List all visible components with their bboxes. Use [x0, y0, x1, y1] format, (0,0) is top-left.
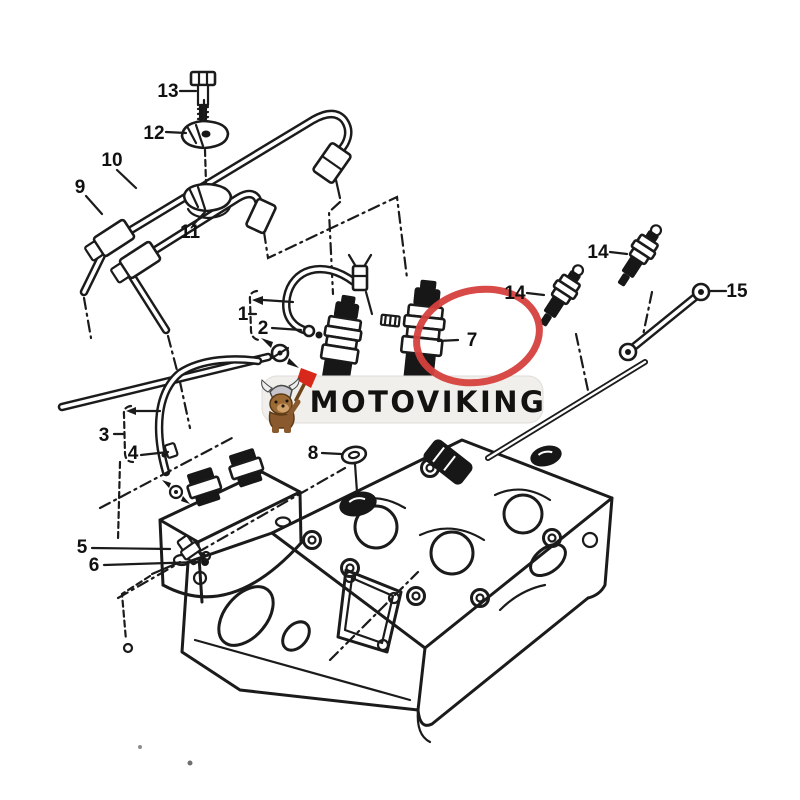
callout-6: 6: [89, 555, 100, 576]
head-port-oval: [281, 620, 311, 652]
wing-bolt: [261, 338, 299, 368]
callout-4: 4: [128, 443, 139, 464]
delivery-valve: [228, 448, 265, 488]
callout-8: 8: [308, 443, 319, 464]
hose-fitting: [347, 253, 373, 292]
callout-7: 7: [467, 330, 478, 351]
callout-12: 12: [143, 123, 164, 144]
injector-seat: [530, 445, 562, 467]
combustion-chamber: [502, 493, 544, 535]
glow-plug-right: [617, 224, 663, 287]
pipe-axis-leader: [327, 200, 342, 296]
brand-text: MOTOVIKING: [310, 385, 547, 419]
pipe-axis-leader: [262, 195, 409, 280]
wing-bolt: [162, 480, 190, 504]
callout-9: 9: [75, 177, 86, 198]
callout-14-right: 14: [587, 242, 609, 263]
banjo-fitting: [302, 324, 316, 338]
print-speck: [187, 760, 193, 766]
fuel-injector-second: [319, 294, 363, 389]
glow-plug-busbar: [485, 282, 711, 461]
overflow-pipe: [57, 338, 347, 600]
pipe-clamp-plate: [182, 182, 233, 213]
watermark-pill: MOTOVIKING: [261, 368, 547, 433]
viking-mascot-icon: [261, 368, 317, 433]
callout-11: 11: [180, 222, 201, 243]
pipe-union-nut: [245, 197, 277, 235]
injector-seat: [339, 491, 377, 517]
combustion-chamber: [429, 530, 475, 576]
cylinder-head: [180, 438, 614, 744]
injection-pump: [120, 448, 303, 654]
installed-injector: [423, 439, 473, 485]
callout-leaders: [84, 89, 728, 567]
delivery-valve: [186, 467, 223, 507]
pipe-union-nut: [110, 240, 162, 284]
pipe-union-nut: [312, 142, 352, 184]
mascot-axe-icon: [297, 368, 317, 388]
callout-5: 5: [77, 537, 88, 558]
fuel-return-hose: [282, 253, 374, 339]
callout-14-left: 14: [504, 283, 526, 304]
fuel-injector-7: [379, 279, 446, 386]
callout-2: 2: [258, 318, 269, 339]
highlight-circle-part-7: [413, 285, 543, 387]
injector-side-port: [379, 313, 401, 328]
callout-15: 15: [726, 281, 748, 302]
callout-1: 1: [238, 304, 249, 325]
callout-13: 13: [157, 81, 178, 102]
pipe-joint-bolt: [122, 642, 134, 654]
glow-plug-left: [539, 264, 585, 327]
callout-3: 3: [99, 425, 110, 446]
callout-10: 10: [101, 150, 122, 171]
nozzle-washer: [340, 445, 368, 494]
watermark-pill-background: [261, 375, 544, 424]
pipe-clamp-assembly: [180, 70, 233, 220]
manifold-gasket: [328, 568, 420, 662]
head-bolt-boss: [302, 458, 562, 608]
combustion-chamber: [353, 504, 399, 550]
head-port-oval: [217, 585, 275, 647]
injection-pipes: [79, 109, 409, 430]
pipe-axis-leader: [82, 296, 93, 340]
pipe-union-nut: [84, 218, 136, 262]
callout-numbers: 1 2 3 4 5 6 7 8 9 10 11 12 13 14 14 15: [75, 81, 748, 576]
print-speck: [138, 745, 142, 749]
